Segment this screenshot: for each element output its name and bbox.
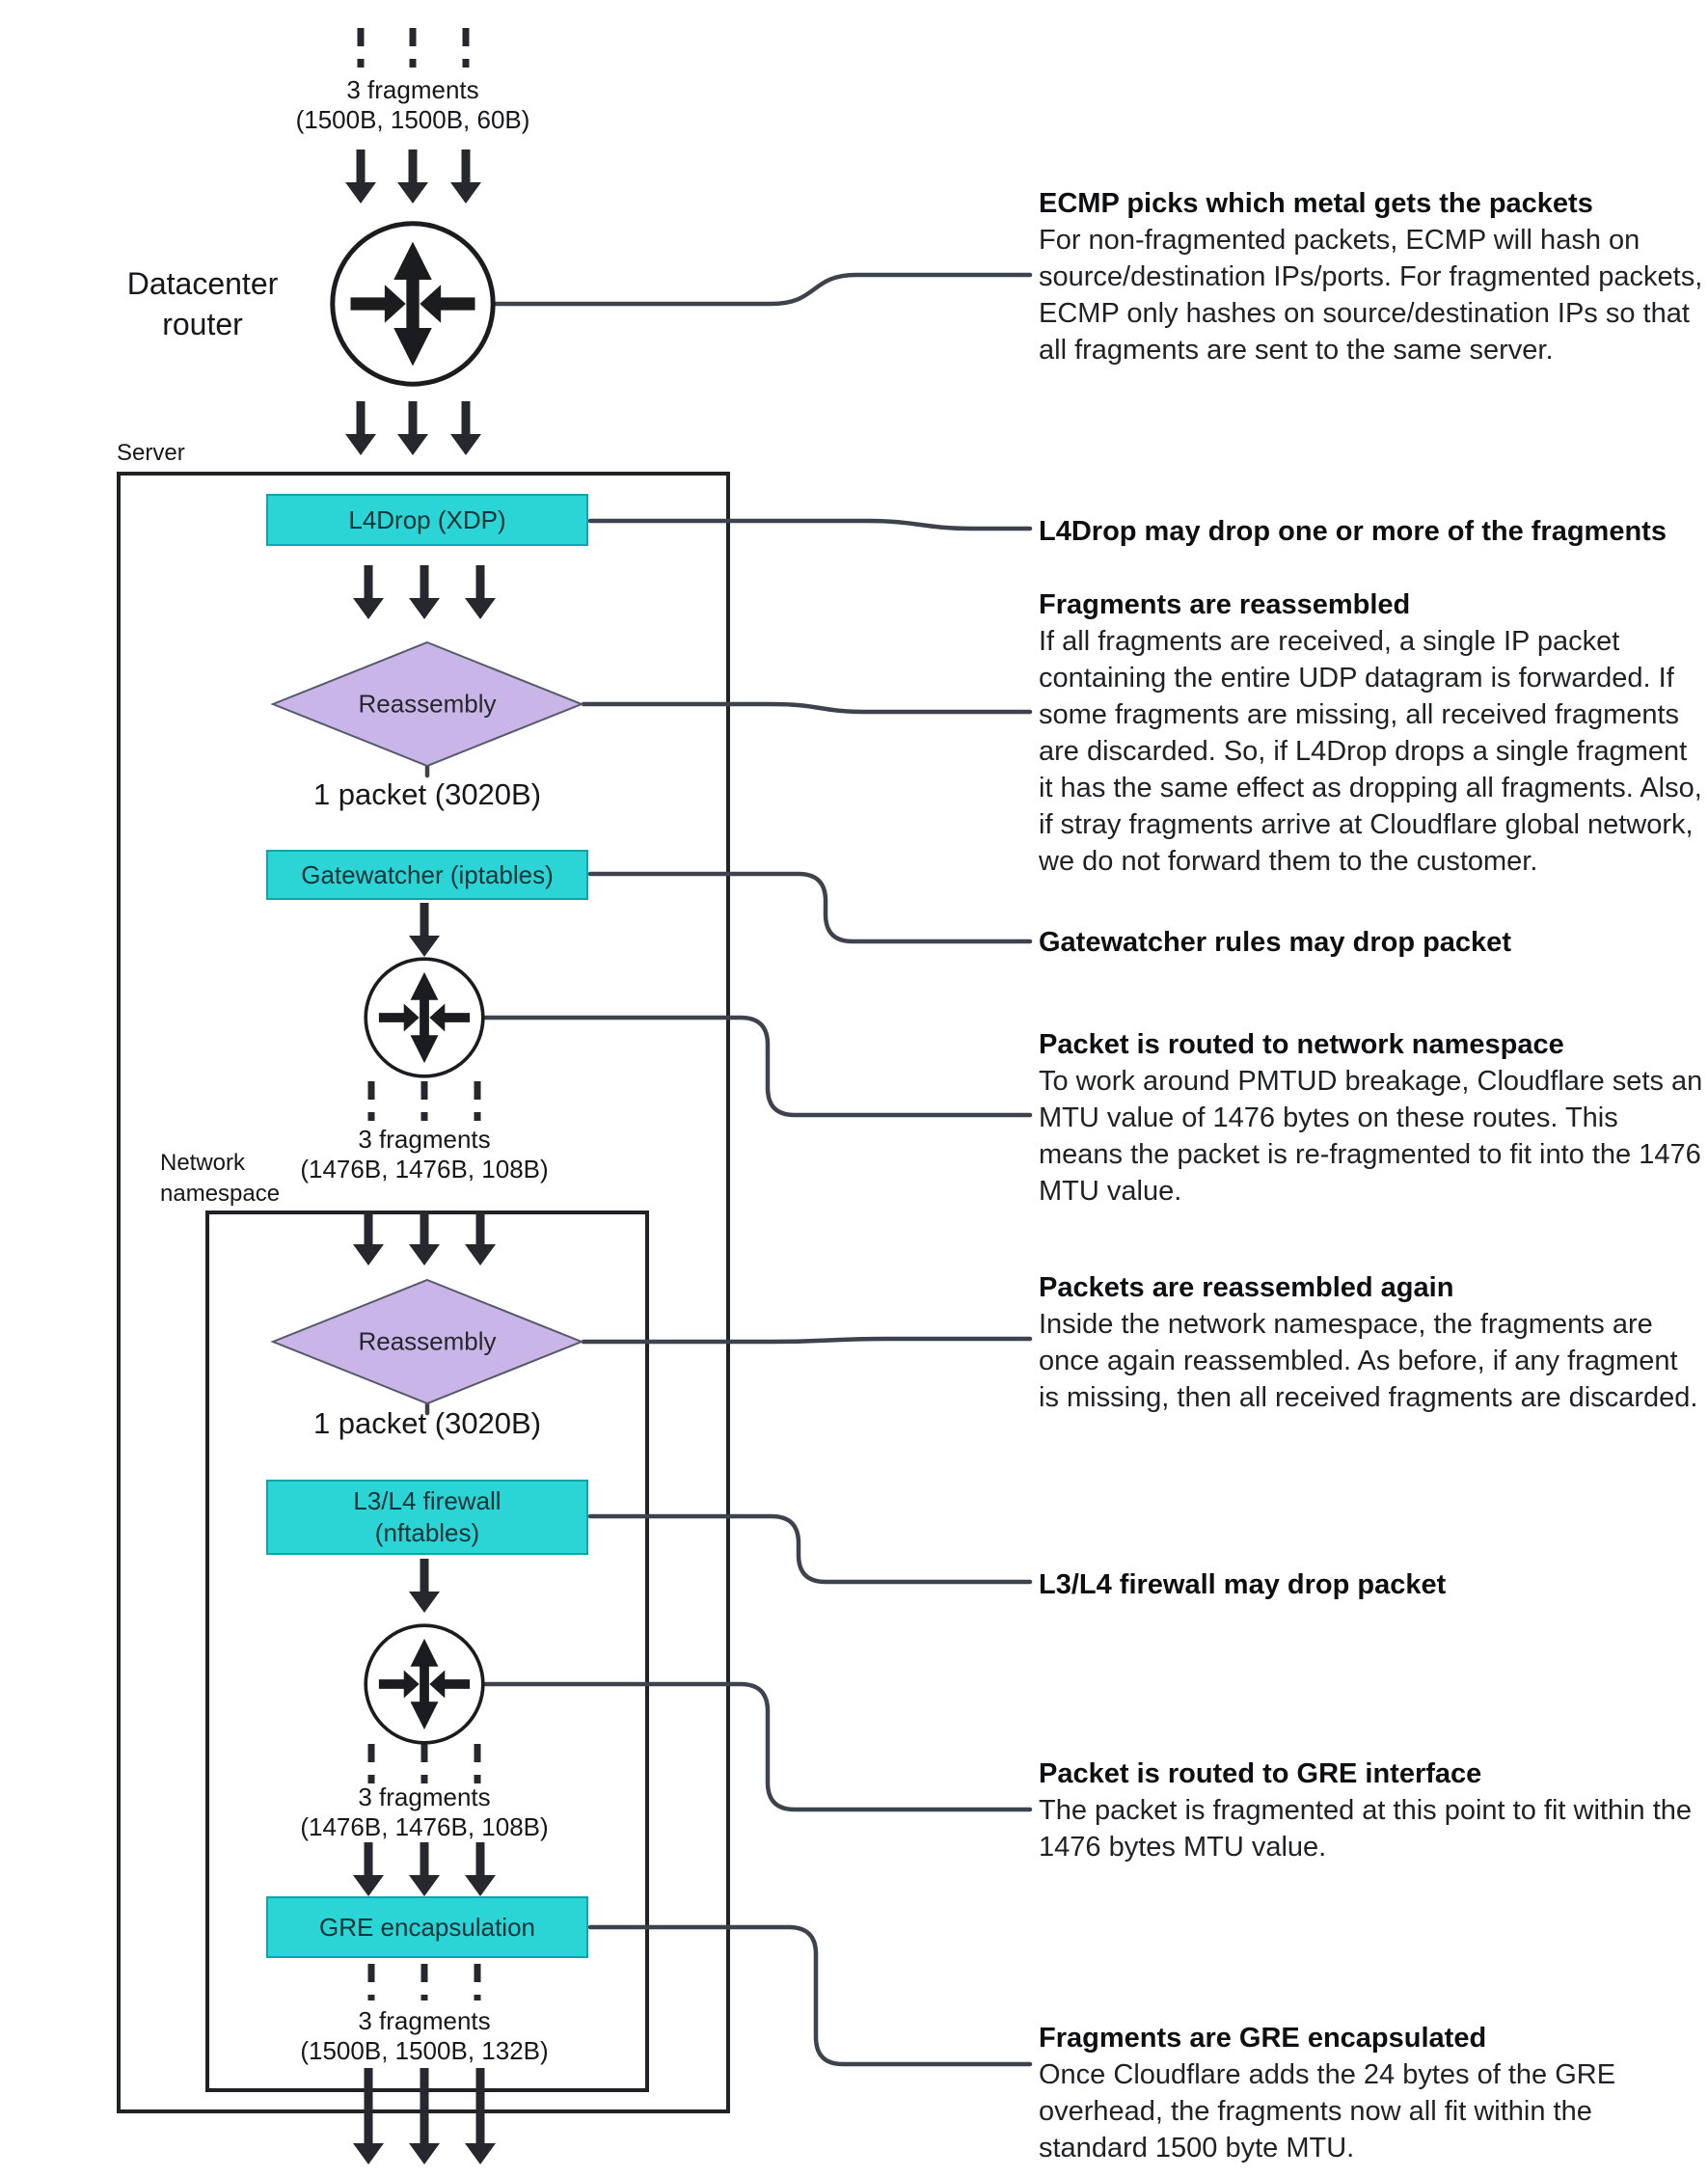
annotation-gatewatcher: Gatewatcher rules may drop packet	[1039, 927, 1511, 958]
connector-l4drop	[587, 518, 1033, 531]
annotation-l3l4: L3/L4 firewall may drop packet	[1039, 1569, 1447, 1600]
reassembly-diamond-2	[270, 1278, 584, 1405]
node-l4drop: L4Drop (XDP)	[266, 494, 588, 546]
reassembly-label-2: Reassembly	[358, 1326, 497, 1356]
datacenter-router-label: Datacenter router	[126, 266, 279, 341]
fragments-label-3: 3 fragments (1476B, 1476B, 108B)	[300, 1782, 549, 1841]
connector-gre-encap	[587, 1924, 1033, 2067]
connector-l3l4	[587, 1513, 1033, 1585]
fragments-label-2: 3 fragments (1476B, 1476B, 108B)	[300, 1125, 549, 1184]
connector-route-namespace	[482, 1015, 1033, 1118]
connector-ecmp	[491, 272, 1033, 307]
fragment-dash-lines	[357, 28, 481, 2000]
annotation-gre-encapsulated: Fragments are GRE encapsulated Once Clou…	[1039, 2023, 1616, 2163]
connector-route-gre	[482, 1681, 1033, 1812]
node-gatewatcher: Gatewatcher (iptables)	[266, 850, 588, 900]
reassembly-diamond-1	[270, 640, 584, 768]
annotation-route-gre: Packet is routed to GRE interface The pa…	[1039, 1758, 1693, 1863]
packet-label-2: 1 packet (3020B)	[312, 1406, 542, 1440]
datacenter-router-icon	[333, 224, 493, 384]
namespace-route-router-icon	[364, 957, 485, 1078]
connector-reassembly1	[581, 701, 1033, 715]
node-gre-encapsulation: GRE encapsulation	[266, 1896, 588, 1958]
connector-reassembly2	[581, 1336, 1033, 1345]
packet-label-1: 1 packet (3020B)	[312, 777, 542, 811]
annotation-reassembly-2: Packets are reassembled again Inside the…	[1039, 1272, 1698, 1413]
server-box-label: Server	[117, 440, 185, 466]
fragments-label-4: 3 fragments (1500B, 1500B, 132B)	[300, 2006, 549, 2065]
fragments-label-1: 3 fragments (1500B, 1500B, 60B)	[295, 75, 530, 134]
connector-gatewatcher	[587, 871, 1033, 944]
node-l3l4-firewall: L3/L4 firewall (nftables)	[266, 1480, 588, 1555]
annotation-reassembly-1: Fragments are reassembled If all fragmen…	[1039, 589, 1702, 877]
gre-route-router-icon	[364, 1623, 485, 1745]
connector-lines	[424, 272, 1033, 2067]
reassembly-label-1: Reassembly	[358, 689, 497, 719]
network-namespace-label: Network namespace	[160, 1150, 281, 1207]
annotation-l4drop: L4Drop may drop one or more of the fragm…	[1039, 516, 1667, 547]
annotation-ecmp: ECMP picks which metal gets the packets …	[1039, 188, 1703, 366]
annotation-route-namespace: Packet is routed to network namespace To…	[1039, 1029, 1703, 1207]
